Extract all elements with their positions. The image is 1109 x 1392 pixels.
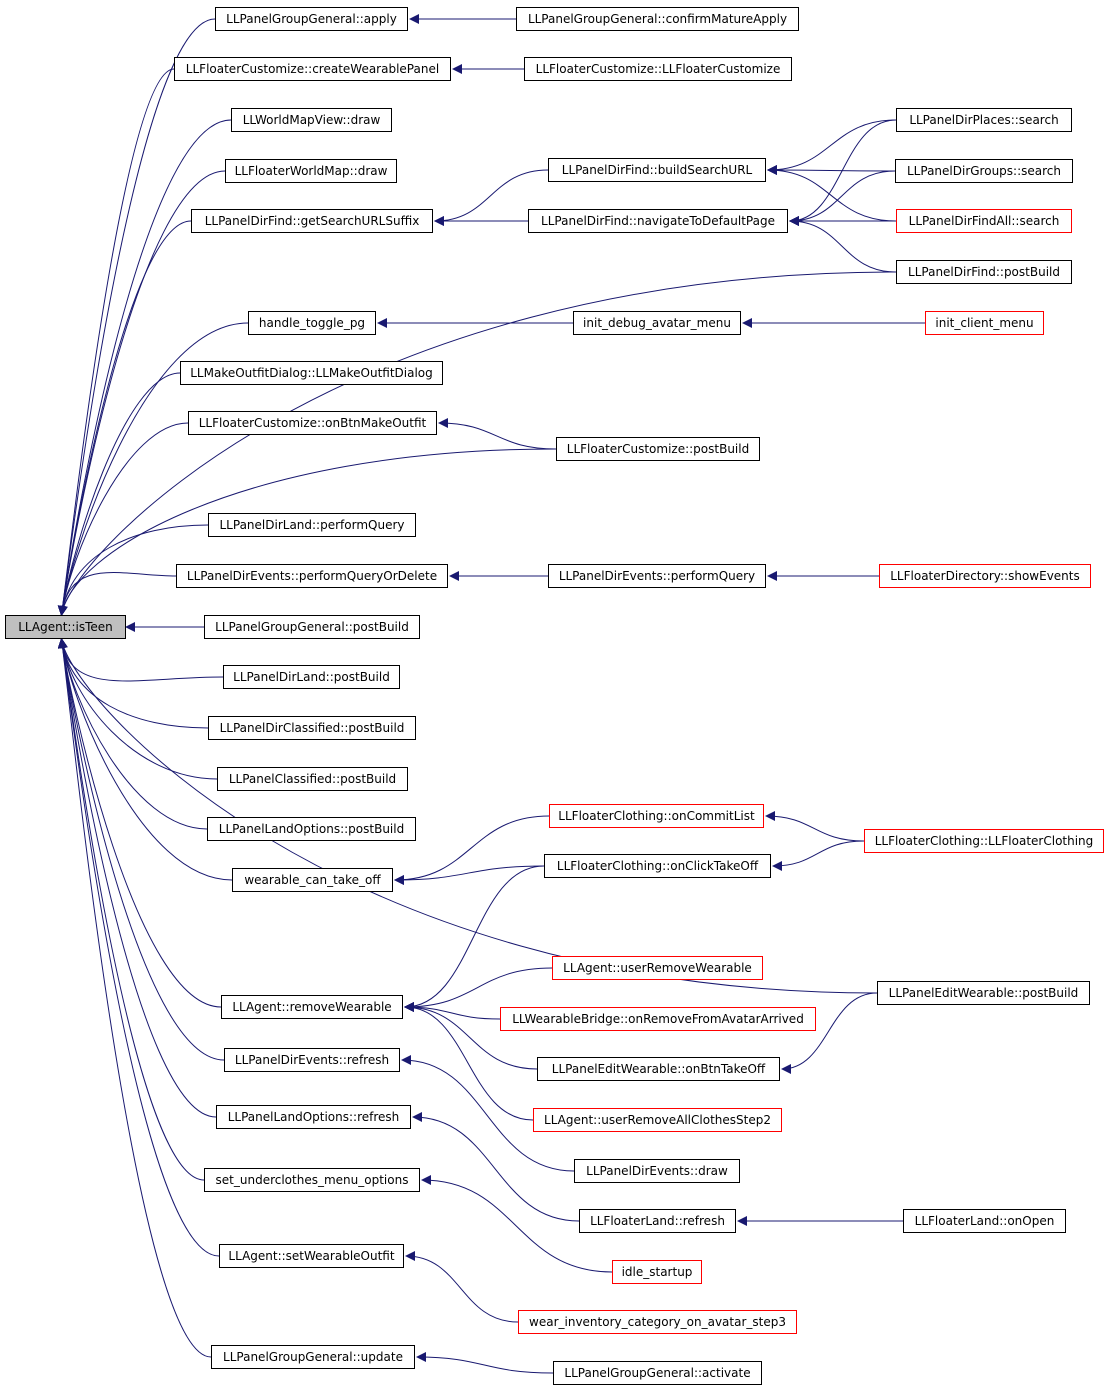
node-root-llagent-isteen[interactable]: LLAgent::isTeen [5,615,126,639]
node-panel-land-options-refresh[interactable]: LLPanelLandOptions::refresh [216,1105,411,1129]
edge-a7-to-root [57,372,181,616]
edge-b9-to-a17 [404,865,545,1012]
node-panel-dir-events-refresh[interactable]: LLPanelDirEvents::refresh [224,1048,400,1072]
node-panel-dir-classified-post-build[interactable]: LLPanelDirClassified::postBuild [208,716,416,740]
node-panel-dir-find-all-search[interactable]: LLPanelDirFindAll::search [896,209,1072,233]
edge-a5-to-root [57,220,192,616]
node-panel-dir-events-draw[interactable]: LLPanelDirEvents::draw [574,1159,740,1183]
edge-b18-to-a22 [416,1352,554,1374]
node-wear-inventory-category-on-avatar-step3[interactable]: wear_inventory_category_on_avatar_step3 [518,1310,797,1334]
node-floater-land-refresh[interactable]: LLFloaterLand::refresh [579,1209,736,1233]
edge-b6-to-root [57,448,557,616]
node-floater-customize-create-wearable-panel[interactable]: LLFloaterCustomize::createWearablePanel [174,57,451,81]
node-panel-dir-find-get-search-url-suffix[interactable]: LLPanelDirFind::getSearchURLSuffix [191,209,433,233]
edge-b13-to-a17 [404,1002,534,1121]
edge-b16-to-a20 [421,1175,613,1273]
edge-a8-to-root [57,422,189,616]
edge-b14-to-a18 [401,1055,575,1172]
edge-b8-to-a16 [394,815,550,885]
edge-b12-to-a17 [404,1002,538,1070]
edge-a22-to-root [57,638,212,1358]
edge-a15-to-root [57,638,208,830]
node-floater-world-map-draw[interactable]: LLFloaterWorldMap::draw [225,159,397,183]
node-panel-dir-events-perform-query[interactable]: LLPanelDirEvents::performQuery [548,564,766,588]
node-panel-dir-find-post-build[interactable]: LLPanelDirFind::postBuild [896,260,1072,284]
node-panel-dir-groups-search[interactable]: LLPanelDirGroups::search [895,159,1073,183]
node-handle-toggle-pg[interactable]: handle_toggle_pg [248,311,376,335]
node-agent-user-remove-wearable[interactable]: LLAgent::userRemoveWearable [552,956,763,980]
node-floater-clothing-on-commit-list[interactable]: LLFloaterClothing::onCommitList [549,804,764,828]
edge-c7-to-b8 [765,811,865,842]
edge-a21-to-root [57,638,220,1257]
edge-a18-to-root [57,638,225,1061]
edge-a19-to-root [57,638,217,1118]
edge-a16-to-root [57,638,233,881]
node-floater-clothing-ctor[interactable]: LLFloaterClothing::LLFloaterClothing [864,829,1104,853]
edge-c4-to-b4 [789,216,897,273]
node-panel-group-general-confirm-mature-apply[interactable]: LLPanelGroupGeneral::confirmMatureApply [516,7,799,31]
node-agent-set-wearable-outfit[interactable]: LLAgent::setWearableOutfit [219,1244,404,1268]
node-panel-dir-places-search[interactable]: LLPanelDirPlaces::search [896,108,1072,132]
node-panel-dir-find-build-search-url[interactable]: LLPanelDirFind::buildSearchURL [548,158,766,182]
node-agent-remove-wearable[interactable]: LLAgent::removeWearable [221,995,403,1019]
node-floater-customize-post-build[interactable]: LLFloaterCustomize::postBuild [556,437,760,461]
node-make-outfit-dialog-ctor[interactable]: LLMakeOutfitDialog::LLMakeOutfitDialog [180,361,443,385]
node-floater-customize-ctor[interactable]: LLFloaterCustomize::LLFloaterCustomize [524,57,792,81]
node-floater-customize-on-btn-make-outfit[interactable]: LLFloaterCustomize::onBtnMakeOutfit [188,411,437,435]
node-panel-classified-post-build[interactable]: LLPanelClassified::postBuild [217,767,408,791]
node-panel-dir-land-post-build[interactable]: LLPanelDirLand::postBuild [223,665,400,689]
node-panel-group-general-update[interactable]: LLPanelGroupGeneral::update [211,1345,415,1369]
edge-a9-to-root [57,524,209,616]
edge-a10-to-root [57,571,177,616]
node-floater-land-on-open[interactable]: LLFloaterLand::onOpen [903,1209,1066,1233]
edge-a20-to-root [57,638,205,1181]
node-world-map-view-draw[interactable]: LLWorldMapView::draw [231,108,392,132]
node-agent-user-remove-all-clothes-step2[interactable]: LLAgent::userRemoveAllClothesStep2 [533,1108,782,1132]
edge-a12-to-root [57,638,224,682]
edge-b10-to-a17 [404,967,553,1012]
edge-b6-to-a8 [438,418,557,450]
node-panel-edit-wearable-on-btn-take-off[interactable]: LLPanelEditWearable::onBtnTakeOff [537,1057,780,1081]
node-panel-land-options-post-build[interactable]: LLPanelLandOptions::postBuild [207,817,416,841]
edge-a17-to-root [57,638,222,1008]
node-init-client-menu[interactable]: init_client_menu [925,311,1044,335]
edge-c1-to-b3 [767,119,897,175]
node-set-underclothes-menu-options[interactable]: set_underclothes_menu_options [204,1168,420,1192]
node-wearable-can-take-off[interactable]: wearable_can_take_off [232,868,393,892]
edge-c2-to-b4 [789,170,896,226]
edge-a4-to-root [57,170,226,616]
node-panel-group-general-post-build[interactable]: LLPanelGroupGeneral::postBuild [204,615,420,639]
node-wearable-bridge-on-remove-from-avatar-arrived[interactable]: LLWearableBridge::onRemoveFromAvatarArri… [500,1007,816,1031]
edge-b3-to-a5 [434,169,549,226]
edge-b11-to-a17 [404,1002,501,1020]
edge-b15-to-a19 [412,1112,580,1222]
node-panel-edit-wearable-post-build[interactable]: LLPanelEditWearable::postBuild [877,981,1090,1005]
edge-a13-to-root [57,638,209,729]
node-init-debug-avatar-menu[interactable]: init_debug_avatar_menu [573,311,741,335]
node-panel-dir-events-perform-query-or-delete[interactable]: LLPanelDirEvents::performQueryOrDelete [176,564,448,588]
edge-a2-to-root [57,68,175,616]
edge-c3-to-b3 [767,165,897,222]
node-panel-group-general-activate[interactable]: LLPanelGroupGeneral::activate [553,1361,762,1385]
edge-c1-to-b4 [789,119,897,226]
edge-c8-to-b12 [781,992,878,1074]
edge-b17-to-a21 [405,1251,519,1323]
edge-b9-to-a16 [394,865,545,885]
node-floater-clothing-on-click-take-off[interactable]: LLFloaterClothing::onClickTakeOff [544,854,771,878]
node-idle-startup[interactable]: idle_startup [612,1260,702,1284]
edge-a14-to-root [57,638,218,780]
node-panel-dir-land-perform-query[interactable]: LLPanelDirLand::performQuery [208,513,416,537]
node-panel-group-general-apply[interactable]: LLPanelGroupGeneral::apply [215,7,408,31]
edge-c7-to-b9 [772,840,865,871]
node-floater-directory-show-events[interactable]: LLFloaterDirectory::showEvents [879,564,1091,588]
edge-c2-to-b3 [767,165,896,176]
node-panel-dir-find-navigate-to-default-page[interactable]: LLPanelDirFind::navigateToDefaultPage [528,209,788,233]
